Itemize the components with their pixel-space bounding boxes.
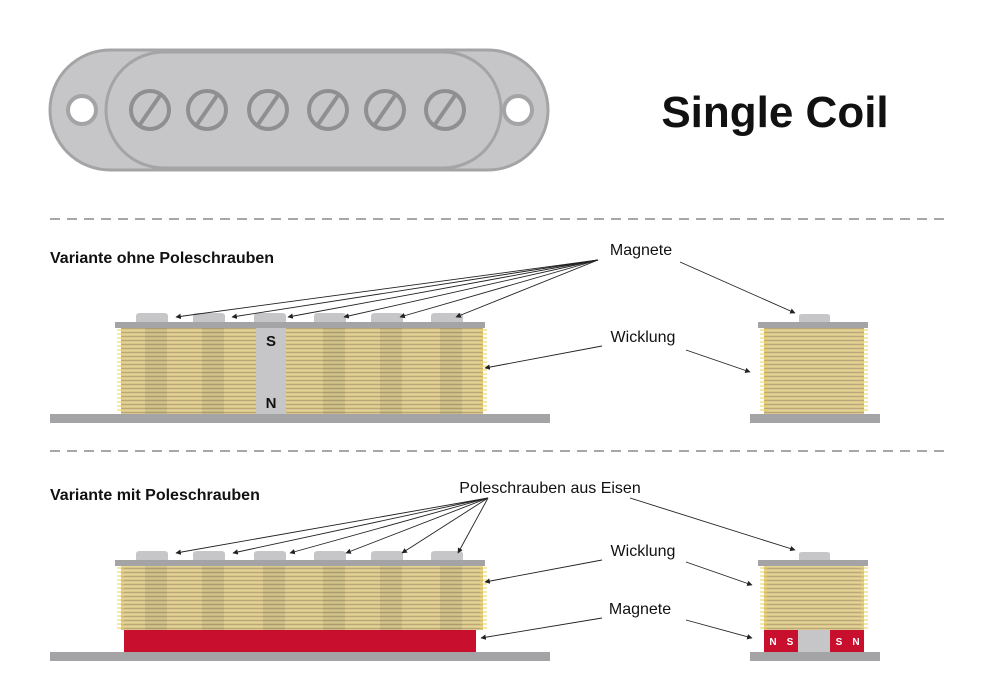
pole-screw-head xyxy=(186,89,228,131)
section-heading-without-pole-screws: Variante ohne Poleschrauben xyxy=(50,250,274,267)
callout-arrow xyxy=(401,497,489,554)
pole-top-bump xyxy=(254,313,286,322)
callout-arrow xyxy=(484,559,603,584)
label-poleschrauben: Poleschrauben aus Eisen xyxy=(459,480,640,497)
pole-top-bump xyxy=(136,313,168,322)
callout-arrow xyxy=(175,259,599,320)
pole-top-bump xyxy=(193,313,225,322)
top-plate-side xyxy=(758,322,868,328)
side-view-without-pole-screws xyxy=(750,314,880,423)
mounting-hole-right xyxy=(502,94,534,126)
magnet-right-south-label: S xyxy=(836,637,843,648)
bar-magnet xyxy=(256,328,286,414)
magnet-top-side xyxy=(799,314,830,322)
coil-winding-side xyxy=(764,328,864,414)
pole-top-bump xyxy=(193,551,225,560)
callout-arrow xyxy=(345,497,489,554)
label-magnete-bottom: Magnete xyxy=(609,601,671,618)
page-title: Single Coil xyxy=(661,88,888,137)
callout-arrow xyxy=(287,259,599,319)
callout-arrow xyxy=(484,345,603,370)
pole-screw-top-side xyxy=(799,552,830,560)
callout-arrow xyxy=(685,619,753,640)
side-view-with-pole-screws: N S S N xyxy=(750,552,880,661)
magnet-left-south-label: S xyxy=(787,637,794,648)
label-wicklung-top: Wicklung xyxy=(611,329,676,346)
callout-arrow xyxy=(175,497,489,555)
pole-screw-head xyxy=(129,89,171,131)
label-wicklung-bottom: Wicklung xyxy=(611,543,676,560)
pickup-without-pole-screws: S N xyxy=(50,313,550,423)
callout-arrows-section-2 xyxy=(175,497,796,640)
magnet-right-north-label: N xyxy=(852,637,859,648)
callout-arrow xyxy=(399,259,599,319)
callout-arrow xyxy=(289,497,489,555)
pole-screw-head xyxy=(424,89,466,131)
pole-top-bump xyxy=(136,551,168,560)
pole-top-bump xyxy=(371,313,403,322)
baseplate xyxy=(50,652,550,661)
coil-winding xyxy=(121,328,483,414)
magnet-left-north-label: N xyxy=(769,637,776,648)
callout-arrow xyxy=(455,259,599,318)
callout-arrow xyxy=(480,617,603,640)
top-plate-side xyxy=(758,560,868,566)
callout-arrow xyxy=(629,497,796,552)
pole-top-bump xyxy=(254,551,286,560)
pole-top-bump xyxy=(431,313,463,322)
pole-top-bump xyxy=(431,551,463,560)
callout-arrow xyxy=(685,561,753,586)
callout-arrow xyxy=(679,261,796,314)
top-plate xyxy=(115,560,485,566)
magnet-south-pole-label: S xyxy=(266,333,276,350)
pickup-top-view xyxy=(48,48,550,172)
baseplate-side xyxy=(750,652,880,661)
pickup-with-pole-screws xyxy=(50,551,550,661)
mounting-hole-left xyxy=(66,94,98,126)
baseplate-side xyxy=(750,414,880,423)
baseplate xyxy=(50,414,550,423)
top-plate xyxy=(115,322,485,328)
magnet-right-side xyxy=(830,630,864,652)
callout-arrow xyxy=(457,497,489,554)
magnet-north-pole-label: N xyxy=(266,395,277,412)
pole-top-bump xyxy=(314,313,346,322)
callout-arrows-section-1 xyxy=(175,259,796,373)
magnet-left-side xyxy=(764,630,798,652)
pole-top-bump xyxy=(371,551,403,560)
pole-screw-head xyxy=(307,89,349,131)
coil-winding xyxy=(121,566,483,630)
callout-arrow xyxy=(343,259,599,319)
coil-winding-side xyxy=(764,566,864,630)
section-heading-with-pole-screws: Variante mit Poleschrauben xyxy=(50,487,260,504)
callout-arrow xyxy=(232,497,489,555)
label-magnete-top: Magnete xyxy=(610,242,672,259)
callout-arrow xyxy=(231,259,599,319)
pole-screw-head xyxy=(247,89,289,131)
bar-magnet-red xyxy=(124,630,476,652)
callout-arrow xyxy=(685,349,751,373)
pole-screw-head xyxy=(364,89,406,131)
pole-top-bump xyxy=(314,551,346,560)
